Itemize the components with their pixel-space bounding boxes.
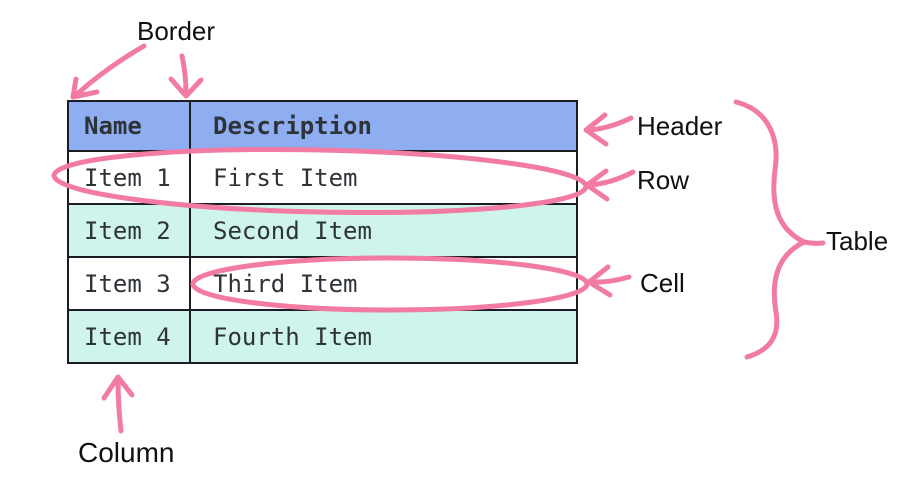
label-column: Column [78, 437, 175, 468]
table-cell: Fourth Item [189, 309, 578, 364]
border-arrow-diagonal [70, 43, 147, 100]
label-row: Row [637, 165, 690, 195]
table-header-row: Name Description [67, 100, 578, 152]
table-cell: Third Item [189, 256, 578, 311]
label-table: Table [826, 226, 889, 256]
example-table: Name Description Item 1 First Item Item … [67, 100, 578, 364]
row-arrow [584, 168, 636, 202]
header-cell-description: Description [189, 100, 578, 152]
table-brace [733, 99, 826, 360]
table-row: Item 2 Second Item [67, 203, 578, 258]
header-cell-name: Name [67, 100, 191, 152]
table-cell: First Item [189, 150, 578, 205]
table-cell: Item 2 [67, 203, 191, 258]
border-arrow-down [168, 53, 204, 99]
column-arrow [101, 374, 135, 434]
table-row: Item 1 First Item [67, 150, 578, 205]
table-cell: Item 3 [67, 256, 191, 311]
table-row: Item 4 Fourth Item [67, 309, 578, 364]
table-cell: Second Item [189, 203, 578, 258]
table-row: Item 3 Third Item [67, 256, 578, 311]
label-border: Border [137, 16, 216, 46]
header-arrow [583, 112, 634, 147]
label-header: Header [637, 111, 723, 141]
label-cell: Cell [640, 268, 685, 298]
table-cell: Item 1 [67, 150, 191, 205]
table-cell: Item 4 [67, 309, 191, 364]
cell-arrow [586, 264, 632, 298]
